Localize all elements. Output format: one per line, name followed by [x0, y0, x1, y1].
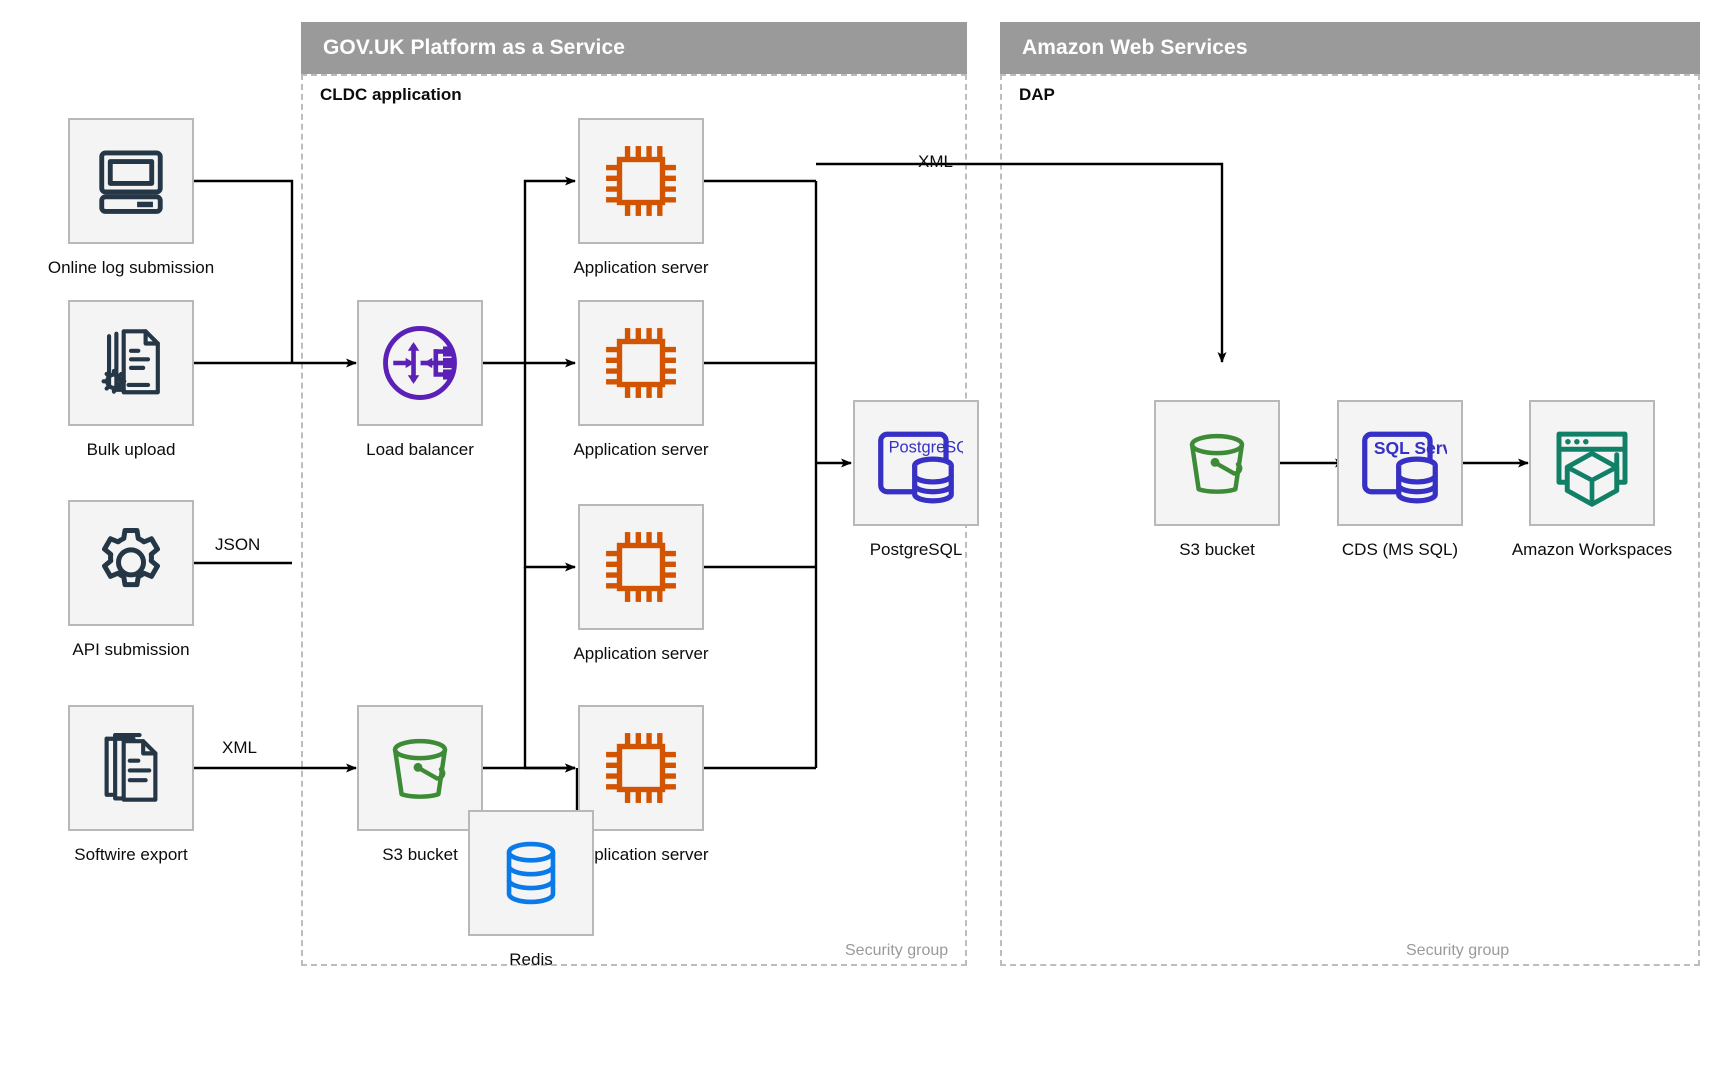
postgresql-icon: PostgreSQL: [878, 431, 963, 504]
node-amazon-workspaces-tile[interactable]: [1529, 400, 1655, 526]
node-softwire-export-label: Softwire export: [74, 845, 188, 864]
node-redis-tile[interactable]: [468, 810, 594, 936]
security-group-label-paas: Security group: [845, 942, 949, 959]
node-load-balancer-label: Load balancer: [366, 440, 474, 459]
node-bulk-upload-tile[interactable]: [68, 300, 194, 426]
edge-label-json: JSON: [215, 535, 261, 554]
node-paas-s3-bucket-label: S3 bucket: [382, 845, 458, 864]
node-app-server-2-label: Application server: [573, 440, 709, 459]
workspaces-cube-icon: [1556, 431, 1628, 507]
group-container-aws: [1000, 74, 1700, 966]
node-amazon-workspaces-label: Amazon Workspaces: [1511, 540, 1673, 559]
node-cds-ms-sql-label: CDS (MS SQL): [1341, 540, 1459, 559]
group-banner-aws: Amazon Web Services: [1000, 22, 1700, 74]
sql-server-icon: SQL Server: [1362, 431, 1447, 504]
node-cds-ms-sql-tile[interactable]: SQL Server: [1337, 400, 1463, 526]
group-inner-title-aws: DAP: [1019, 85, 1055, 104]
cpu-chip-icon: [606, 146, 676, 216]
node-app-server-2-tile[interactable]: [578, 300, 704, 426]
group-inner-title-paas: CLDC application: [320, 85, 462, 104]
node-load-balancer-tile[interactable]: [357, 300, 483, 426]
cpu-chip-icon: [606, 328, 676, 398]
node-app-server-3-tile[interactable]: [578, 504, 704, 630]
node-online-log-submission-tile[interactable]: [68, 118, 194, 244]
node-app-server-1-label: Application server: [573, 258, 709, 277]
node-api-submission-label: API submission: [72, 640, 190, 659]
node-softwire-export-tile[interactable]: [68, 705, 194, 831]
cpu-chip-icon: [606, 532, 676, 602]
node-app-server-4-label: Application server: [573, 845, 709, 864]
load-balancer-icon: [383, 326, 457, 400]
cpu-chip-icon: [606, 733, 676, 803]
group-banner-paas-label: GOV.UK Platform as a Service: [323, 36, 625, 59]
edge-label-xml-softwire: XML: [222, 738, 257, 757]
node-aws-s3-bucket-tile[interactable]: [1154, 400, 1280, 526]
node-app-server-4-tile[interactable]: [578, 705, 704, 831]
s3-bucket-icon: [392, 738, 448, 799]
database-cylinder-icon: [506, 841, 556, 905]
node-api-submission-tile[interactable]: [68, 500, 194, 626]
s3-bucket-icon: [1189, 433, 1245, 494]
documents-stack-icon: [104, 733, 158, 802]
node-aws-s3-bucket-label: S3 bucket: [1179, 540, 1255, 559]
node-postgresql-tile[interactable]: PostgreSQL: [853, 400, 979, 526]
edge-label-xml-dap: XML: [918, 152, 953, 171]
group-banner-aws-label: Amazon Web Services: [1022, 36, 1248, 59]
node-bulk-upload-label: Bulk upload: [86, 440, 176, 459]
sql-server-icon-text: SQL Server: [1374, 438, 1447, 458]
security-group-label-aws: Security group: [1406, 942, 1510, 959]
node-postgresql-label: PostgreSQL: [869, 540, 963, 559]
node-redis-label: Redis: [509, 950, 553, 969]
desktop-computer-icon: [99, 150, 163, 214]
document-gear-icon: [101, 329, 160, 395]
node-paas-s3-bucket-tile[interactable]: [357, 705, 483, 831]
group-banner-paas: GOV.UK Platform as a Service: [301, 22, 967, 74]
node-online-log-submission-label: Online log submission: [47, 258, 215, 277]
postgresql-icon-text: PostgreSQL: [889, 439, 963, 457]
node-app-server-1-tile[interactable]: [578, 118, 704, 244]
node-app-server-3-label: Application server: [573, 644, 709, 663]
gear-icon: [102, 528, 160, 588]
